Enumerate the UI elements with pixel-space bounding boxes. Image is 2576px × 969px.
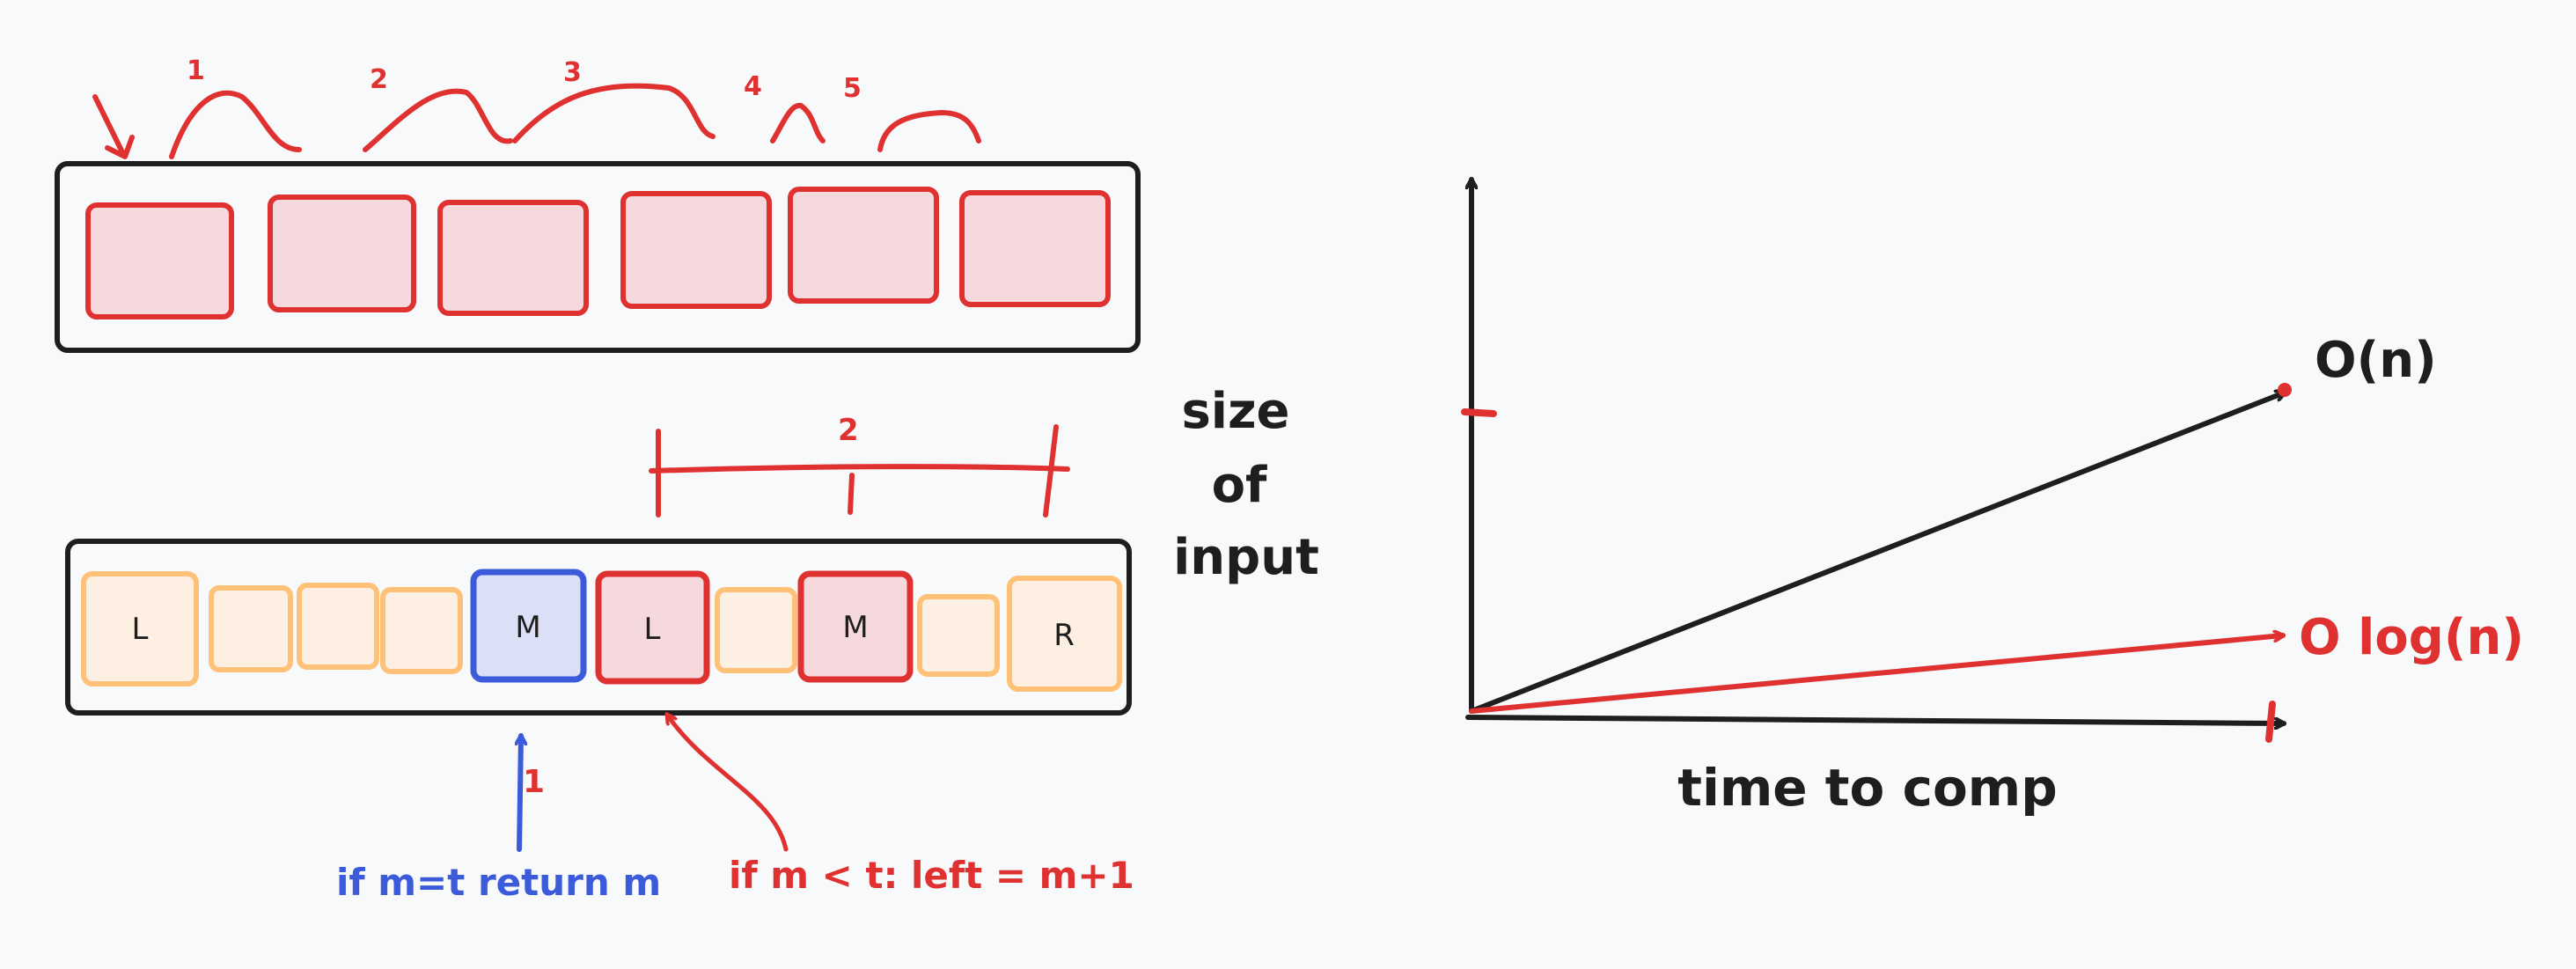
- step-label-1: 1: [187, 55, 205, 86]
- match-note: if m=t return m: [336, 861, 661, 904]
- linear-search-diagram: 1 2 3 4 5: [55, 55, 1141, 353]
- linear-hop-arrows: [92, 83, 981, 159]
- hop-arrow-3: [512, 83, 716, 143]
- binary-cell-2: [297, 583, 379, 670]
- binary-cell-4: M: [470, 569, 587, 683]
- mid-pointer-arrow: [519, 733, 521, 852]
- complexity-graph: O(n) O log(n) time to comp: [1461, 177, 2524, 818]
- binary-cell-0: L: [81, 571, 199, 686]
- x-axis-label: time to comp: [1677, 758, 2058, 818]
- cell-letter: M: [842, 610, 868, 645]
- side-label-line-1: size: [1181, 383, 1289, 440]
- binary-cell-7: M: [797, 570, 914, 683]
- ologn-line: [1469, 635, 2286, 714]
- linear-cell: [959, 190, 1111, 307]
- binary-cell-8: [917, 594, 1000, 677]
- step-label-2: 2: [370, 64, 388, 95]
- on-line-end-dot: [2278, 383, 2292, 397]
- cell-letter: L: [132, 612, 149, 647]
- binary-cell-5: L: [595, 570, 710, 685]
- step-label-3: 3: [563, 57, 582, 88]
- side-label-line-3: input: [1173, 529, 1319, 586]
- size-of-input-label: size of input: [1173, 383, 1319, 586]
- x-axis: [1465, 715, 2286, 723]
- linear-array-cells: [85, 187, 1111, 319]
- span-bracket: [649, 424, 1070, 518]
- left-pointer-arrow: [667, 715, 789, 852]
- step-label-binary: 1: [523, 764, 545, 800]
- binary-search-diagram: 2 L M L M R 1 if m=t return m: [65, 413, 1134, 904]
- linear-cell: [437, 200, 589, 316]
- on-label: O(n): [2315, 332, 2437, 389]
- linear-step-labels: 1 2 3 4 5: [187, 55, 862, 104]
- linear-cell: [620, 191, 772, 309]
- less-note: if m < t: left = m+1: [729, 854, 1134, 897]
- linear-cell: [788, 187, 939, 304]
- linear-cell: [268, 195, 416, 312]
- cell-letter: M: [515, 610, 540, 645]
- y-axis-tick: [1461, 408, 1497, 417]
- linear-array-container: [55, 161, 1141, 353]
- hop-arrow-start: [92, 94, 135, 159]
- binary-array-container: [65, 539, 1132, 716]
- step-label-5: 5: [843, 73, 862, 104]
- linear-cell: [85, 202, 234, 319]
- hop-arrow-5: [877, 110, 981, 152]
- binary-cell-1: [209, 585, 293, 672]
- cell-letter: L: [644, 612, 661, 647]
- span-label: 2: [838, 413, 859, 448]
- on-line: [1469, 393, 2287, 714]
- hop-arrow-2: [363, 88, 513, 152]
- hop-arrow-4: [770, 103, 826, 143]
- side-label-line-2: of: [1212, 457, 1267, 514]
- step-label-4: 4: [744, 71, 762, 102]
- binary-cell-6: [715, 587, 797, 673]
- ologn-label: O log(n): [2299, 609, 2524, 666]
- cell-letter: R: [1053, 618, 1075, 653]
- x-axis-tick: [2265, 701, 2276, 743]
- binary-cell-3: [380, 587, 463, 674]
- binary-cell-9: R: [1007, 576, 1122, 692]
- hop-arrow-1: [169, 90, 302, 159]
